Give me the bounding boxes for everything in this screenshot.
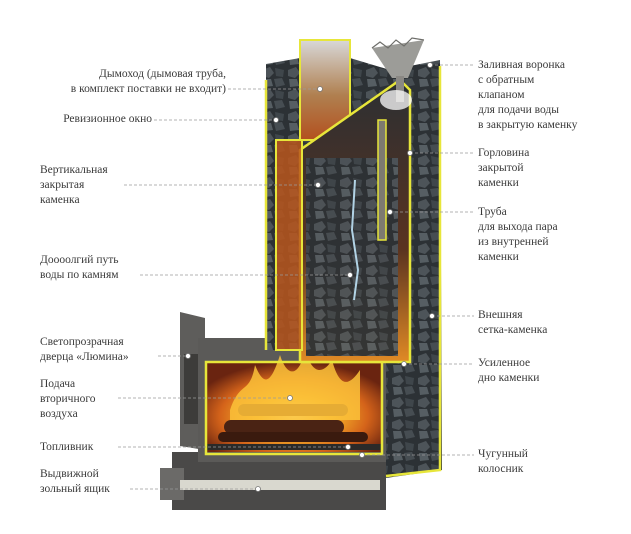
label-neck: Горловина закрытой каменки — [478, 147, 530, 189]
firebox-illustration — [198, 338, 388, 462]
label-secondary-air: Подача вторичного воздуха — [40, 378, 96, 420]
right-leader-dots — [359, 62, 435, 458]
right-leader-lines — [362, 64, 474, 456]
label-steam-pipe: Труба для выхода пара из внутренней каме… — [478, 206, 558, 263]
left-leader-lines — [118, 88, 350, 490]
label-outer-mesh: Внешняя сетка-каменка — [478, 309, 548, 336]
label-firebox: Топливник — [40, 441, 94, 453]
left-leader-dots — [185, 86, 353, 492]
label-reinforced-bottom: Усиленное дно каменки — [478, 357, 540, 384]
funnel-illustration — [371, 37, 425, 110]
label-funnel: Заливная воронка с обратным клапаном для… — [478, 59, 578, 131]
flue-channel-illustration — [275, 139, 303, 351]
label-ash-drawer: Выдвижной зольный ящик — [40, 468, 110, 495]
label-door: Светопрозрачная дверца «Люмина» — [40, 336, 129, 363]
label-chimney: Дымоход (дымовая труба, в комплект поста… — [70, 68, 226, 95]
label-vertical-heater: Вертикальная закрытая каменка — [40, 164, 108, 206]
label-water-path: Доооолгий путь воды по камням — [40, 254, 119, 281]
label-inspection-window: Ревизионное окно — [63, 113, 152, 125]
chimney-illustration — [299, 39, 351, 141]
label-grate: Чугунный колосник — [478, 448, 528, 475]
inner-heater-illustration — [298, 78, 412, 364]
